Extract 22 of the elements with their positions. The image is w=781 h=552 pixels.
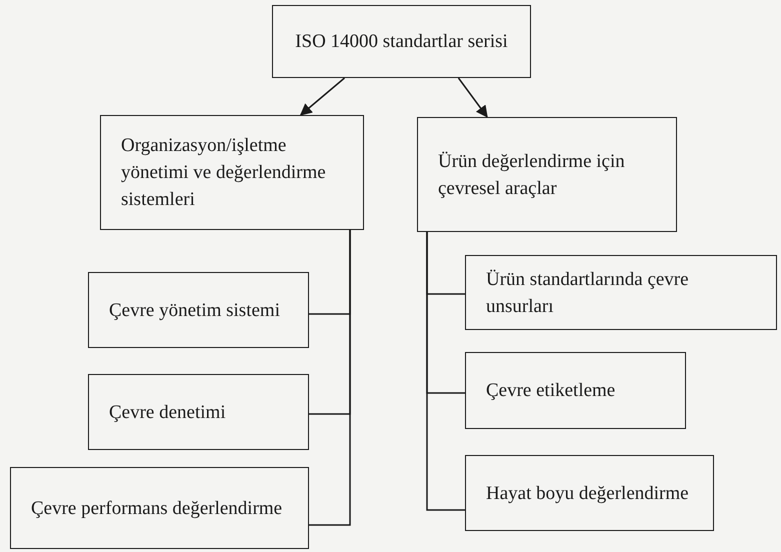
process-box bbox=[88, 272, 309, 348]
box-text: Çevre denetimi bbox=[109, 400, 226, 424]
box-text: Ürün standartlarında çevre unsurları bbox=[486, 268, 690, 318]
process-box bbox=[465, 455, 714, 531]
process-box bbox=[465, 255, 777, 330]
process-box bbox=[10, 467, 309, 549]
connector-line bbox=[426, 232, 465, 511]
box-text: Hayat boyu değerlendirme bbox=[486, 482, 689, 506]
box-text: Çevre performans değerlendirme bbox=[31, 496, 282, 520]
box-text: Organizasyon/işletme yönetimi ve değerlendirme sistemleri bbox=[121, 134, 327, 212]
connector-line bbox=[309, 230, 351, 526]
arrow bbox=[300, 77, 345, 116]
process-box bbox=[272, 5, 531, 78]
arrow bbox=[458, 78, 488, 118]
box-text: ISO 14000 standartlar serisi bbox=[295, 30, 508, 54]
process-box bbox=[417, 117, 677, 232]
box-text: Ürün değerlendirme için çevresel araçlar bbox=[438, 150, 626, 200]
process-box bbox=[465, 352, 686, 429]
box-text: Çevre etiketleme bbox=[486, 379, 616, 403]
process-box bbox=[100, 115, 364, 230]
box-text: Çevre yönetim sistemi bbox=[109, 298, 280, 322]
process-box bbox=[88, 374, 309, 450]
